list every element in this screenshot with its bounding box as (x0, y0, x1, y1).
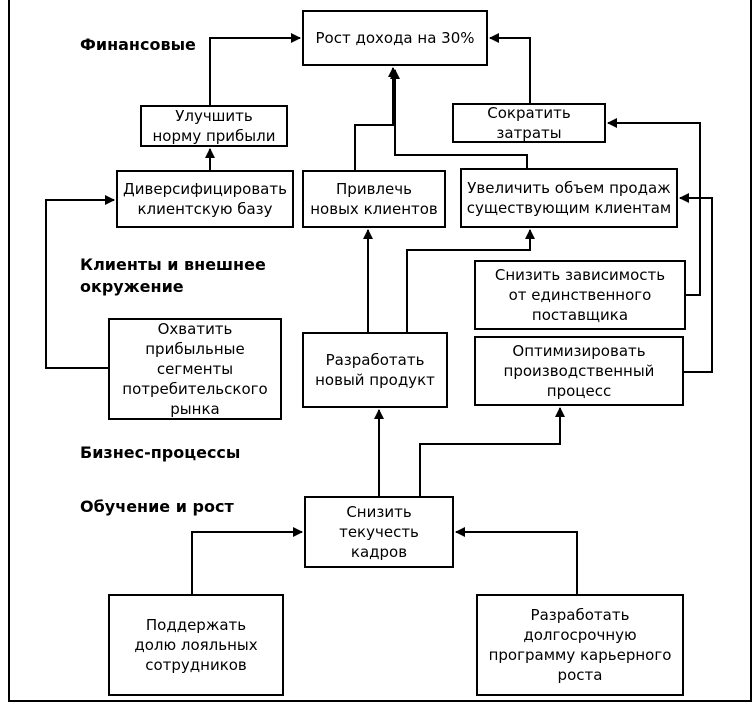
section-financial: Финансовые (80, 35, 196, 54)
arrow-keep-loyal-staff-to-reduce-turnover (191, 527, 303, 594)
section-processes: Бизнес-процессы (80, 443, 241, 462)
arrow-develop-new-product-to-increase-sales-existing (406, 229, 535, 332)
node-reduce-turnover: Снизить текучесть кадров (304, 496, 454, 568)
node-increase-sales-existing: Увеличить объем продаж существующим клие… (460, 168, 678, 228)
node-optimize-production: Оптимизировать производственный процесс (474, 336, 684, 406)
section-learning: Обучение и рост (80, 497, 234, 516)
node-reduce-supplier-dependency: Снизить зависимость от единственного пос… (474, 260, 686, 330)
node-attract-new-clients: Привлечь новых клиентов (302, 170, 446, 228)
node-diversify-clients: Диверсифицировать клиентскую базу (116, 170, 294, 228)
node-develop-new-product: Разработать новый продукт (302, 332, 448, 408)
node-career-program: Разработать долгосрочную программу карье… (476, 594, 684, 696)
arrow-increase-sales-existing-to-income-growth (390, 69, 528, 168)
node-keep-loyal-staff: Поддержать долю лояльных сотрудников (108, 594, 284, 696)
node-cut-costs: Сократить затраты (452, 103, 606, 143)
arrow-cover-profitable-segments-to-diversify-clients (45, 195, 115, 369)
node-cover-profitable-segments: Охватить прибыльные сегменты потребитель… (108, 318, 282, 420)
arrow-cut-costs-to-income-growth (489, 33, 531, 103)
arrow-reduce-supplier-dependency-to-cut-costs (607, 118, 701, 296)
section-customers: Клиенты и внешнее окружение (80, 255, 266, 296)
diagram-frame (8, 0, 752, 702)
arrow-career-program-to-reduce-turnover (455, 527, 578, 594)
arrow-improve-margin-to-income-growth (209, 33, 301, 105)
arrow-optimize-production-to-cut-costs (679, 193, 713, 373)
node-income-growth: Рост дохода на 30% (302, 10, 488, 66)
node-improve-margin: Улучшить норму прибыли (140, 105, 288, 147)
arrow-attract-new-clients-to-income-growth (354, 67, 398, 170)
arrow-reduce-turnover-to-optimize-production (419, 407, 565, 496)
